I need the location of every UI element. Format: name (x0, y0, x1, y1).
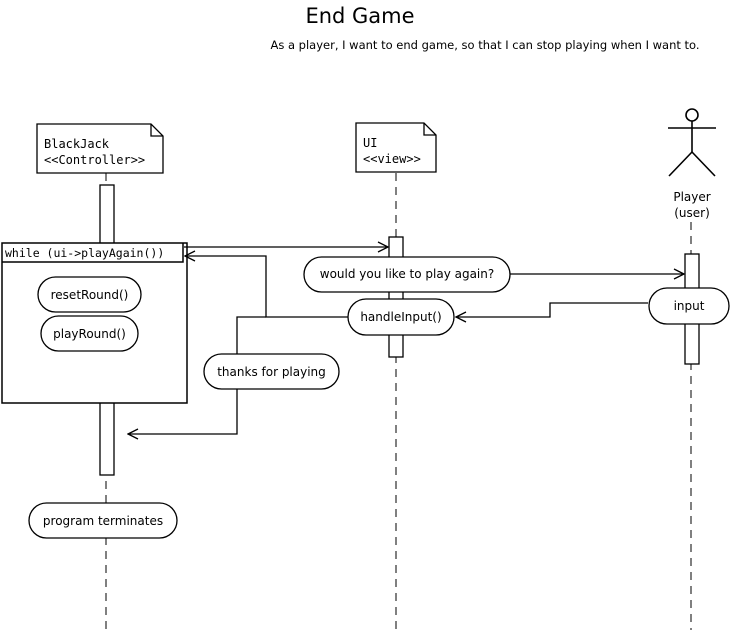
thanks-label: thanks for playing (217, 365, 326, 379)
thanks-branch-line (236, 316, 266, 354)
thanks-action: thanks for playing (203, 353, 340, 390)
controller-name: BlackJack (44, 137, 110, 151)
reset-round-action: resetRound() (37, 276, 142, 313)
controller-stereotype: <<Controller>> (44, 153, 145, 167)
play-again-result-arrow (185, 256, 348, 318)
thanks-return-arrow (128, 389, 238, 434)
input-return-arrow (456, 302, 648, 317)
play-round-label: playRound() (53, 327, 126, 341)
view-activation (388, 236, 404, 358)
diagram-title: End Game (305, 4, 414, 28)
diagram-subtitle: As a player, I want to end game, so that… (270, 38, 699, 52)
ask-play-again-label: would you like to play again? (320, 267, 495, 281)
handle-input-label: handleInput() (360, 310, 441, 324)
input-action: input (648, 287, 730, 325)
view-participant: UI <<view>> (355, 122, 437, 173)
controller-participant: BlackJack <<Controller>> (36, 123, 164, 174)
view-stereotype: <<view>> (363, 152, 421, 166)
terminates-label: program terminates (43, 514, 163, 528)
ask-play-again-action: would you like to play again? (303, 256, 511, 293)
terminates-action: program terminates (28, 502, 178, 539)
play-round-action: playRound() (40, 315, 139, 352)
view-name: UI (363, 136, 377, 150)
input-label: input (674, 299, 705, 313)
reset-round-label: resetRound() (51, 288, 129, 302)
loop-condition: while (ui->playAgain()) (5, 246, 164, 260)
handle-input-action: handleInput() (347, 298, 455, 336)
actor-participant: Player (user) (668, 108, 716, 220)
actor-role: (user) (674, 206, 710, 220)
actor-name: Player (673, 190, 710, 204)
stick-figure-icon (668, 108, 716, 177)
